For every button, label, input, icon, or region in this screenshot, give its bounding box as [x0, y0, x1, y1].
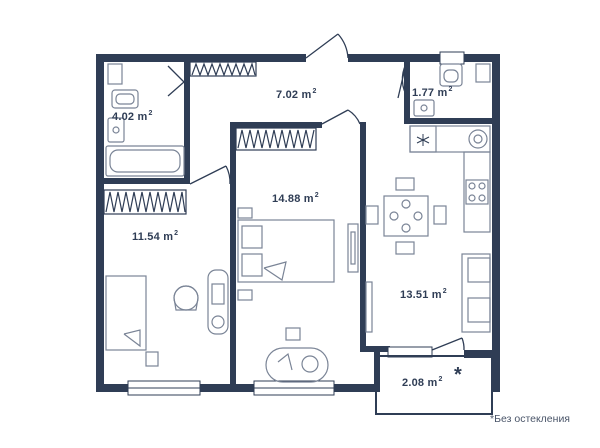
wall-bedroom-divider [230, 122, 236, 392]
area-value: 13.51 [400, 289, 429, 301]
kitchen-sink [468, 129, 488, 149]
balcony-note-marker: * [454, 364, 462, 386]
tv-stand [347, 223, 359, 273]
ottoman [285, 327, 301, 341]
wc-toilet [439, 63, 463, 87]
room-area-balcony: 2.08 m2 [402, 376, 443, 389]
kitchen-shelf [365, 281, 373, 333]
area-value: 14.88 [272, 193, 301, 205]
area-unit: m [437, 87, 448, 99]
dining-table [383, 195, 429, 237]
area-exponent: 2 [438, 376, 443, 383]
area-exponent: 2 [174, 230, 179, 237]
door-bedroom-center [321, 109, 361, 125]
door-toilet [397, 63, 409, 99]
area-unit: m [431, 289, 442, 301]
door-bedroom-left [189, 165, 231, 185]
balcony-outline [375, 355, 493, 415]
area-value: 1.77 [412, 87, 435, 99]
area-value: 11.54 [132, 231, 160, 243]
area-exponent: 2 [148, 110, 153, 117]
wc-sink [413, 99, 435, 117]
area-exponent: 2 [442, 288, 447, 295]
bed-double [237, 219, 335, 283]
area-unit: m [163, 231, 174, 243]
desk [207, 269, 229, 335]
kitchen-counter-side [463, 151, 491, 233]
footnote-no-glazing: *Без остекления [490, 413, 570, 425]
area-unit: m [301, 89, 312, 101]
stove [465, 179, 489, 205]
wall-top-right [348, 54, 500, 62]
area-value: 7.02 [276, 89, 299, 101]
door-balcony [431, 337, 465, 351]
area-value: 2.08 [402, 377, 425, 389]
wall-bedroom-top [230, 122, 322, 128]
area-unit: m [427, 377, 438, 389]
room-area-bathroom: 4.02 m2 [112, 110, 153, 123]
wall-toilet-bottom [404, 118, 500, 124]
wall-kitchen-left [360, 122, 366, 350]
room-area-toilet: 1.77 m2 [412, 86, 453, 99]
area-exponent: 2 [314, 192, 319, 199]
area-unit: m [303, 193, 314, 205]
door-entrance [305, 33, 349, 59]
wc-cabinet [475, 63, 491, 83]
wall-kitchen-bottom [360, 346, 390, 352]
room-area-kitchen: 13.51 m2 [400, 288, 447, 301]
wall-bath-right [184, 62, 190, 180]
area-unit: m [137, 111, 148, 123]
wardrobe-bedroom-center [235, 127, 317, 151]
area-exponent: 2 [312, 88, 317, 95]
wardrobe-hallway [189, 61, 257, 77]
room-area-hallway: 7.02 m2 [276, 88, 317, 101]
wardrobe-bedroom-left [103, 189, 187, 215]
wall-top-left [96, 54, 306, 62]
room-area-bedroom-left: 11.54 m2 [132, 230, 178, 243]
door-bathroom [167, 65, 185, 97]
bed-single [105, 275, 147, 351]
snowflake-icon [416, 134, 430, 146]
wall-bath-bottom [104, 178, 190, 184]
kitchen-sofa [461, 253, 491, 333]
area-value: 4.02 [112, 111, 135, 123]
room-area-bedroom-center: 14.88 m2 [272, 192, 319, 205]
bathtub [105, 145, 185, 177]
window-toilet [439, 51, 465, 65]
area-exponent: 2 [448, 86, 453, 93]
washing-machine [107, 63, 123, 85]
wall-bottom-right [464, 350, 500, 358]
bathroom-toilet [111, 89, 139, 109]
wall-right [492, 54, 500, 392]
wall-left [96, 54, 104, 392]
bathroom-sink [107, 117, 125, 143]
armchair-table [265, 347, 329, 383]
fridge [409, 125, 437, 153]
wall-toilet-left [404, 62, 410, 122]
